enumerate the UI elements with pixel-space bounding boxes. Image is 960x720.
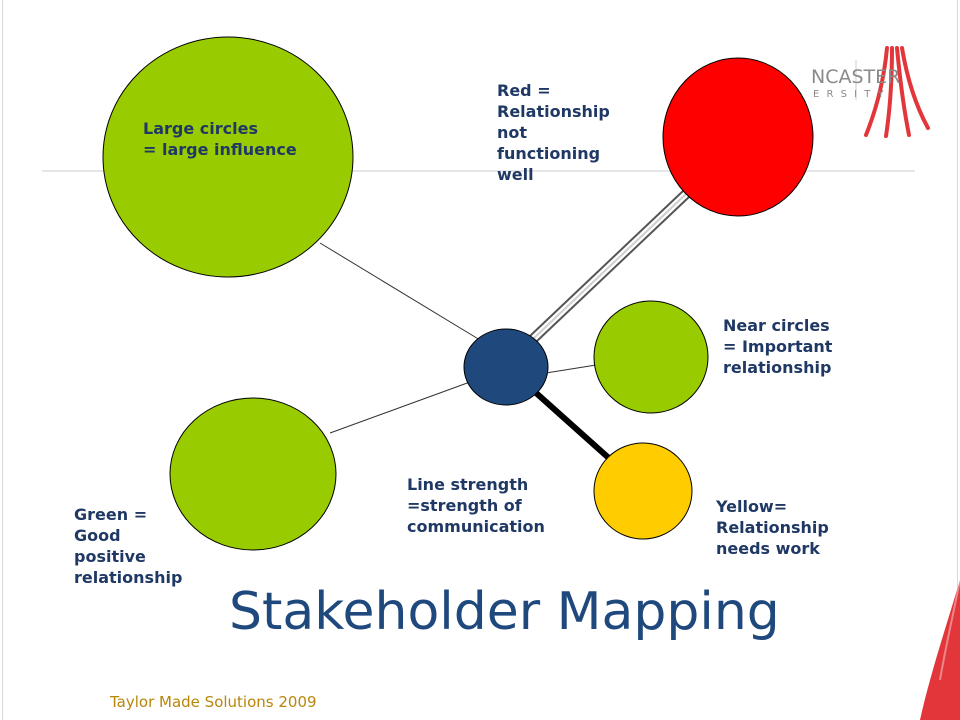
connector-yellow-thick	[532, 389, 614, 463]
large-green-circle	[102, 36, 354, 278]
slide-border-right	[957, 0, 958, 720]
connector-lower-green	[329, 381, 471, 434]
red-circle	[662, 57, 814, 217]
lower-green-circle	[169, 397, 337, 551]
connector-red-double-core	[532, 193, 687, 340]
center-stakeholder-circle	[463, 328, 549, 406]
label-near-circles: Near circles = Important relationship	[723, 316, 833, 377]
slide-border-left	[2, 0, 3, 720]
university-logo-text: NCASTER	[811, 66, 901, 88]
label-red: Red = Relationship not functioning well	[497, 81, 610, 184]
connector-red-double-a	[529, 190, 684, 337]
university-logo-icon	[864, 46, 930, 138]
near-green-circle	[593, 300, 709, 414]
connector-red-double-b	[536, 196, 690, 342]
corner-accent-icon	[920, 579, 960, 720]
yellow-circle	[593, 442, 693, 540]
label-green: Green = Good positive relationship	[74, 505, 183, 587]
connector-near-green	[545, 364, 597, 374]
university-logo-subtext: E R S I T Y	[813, 89, 886, 100]
slide-title: Stakeholder Mapping	[229, 582, 780, 642]
label-large-circles: Large circles = large influence	[143, 119, 297, 159]
label-line-strength: Line strength =strength of communication	[407, 475, 545, 536]
slide-footer: Taylor Made Solutions 2009	[110, 693, 317, 711]
connector-large-green	[319, 242, 481, 341]
label-yellow: Yellow= Relationship needs work	[716, 497, 829, 558]
